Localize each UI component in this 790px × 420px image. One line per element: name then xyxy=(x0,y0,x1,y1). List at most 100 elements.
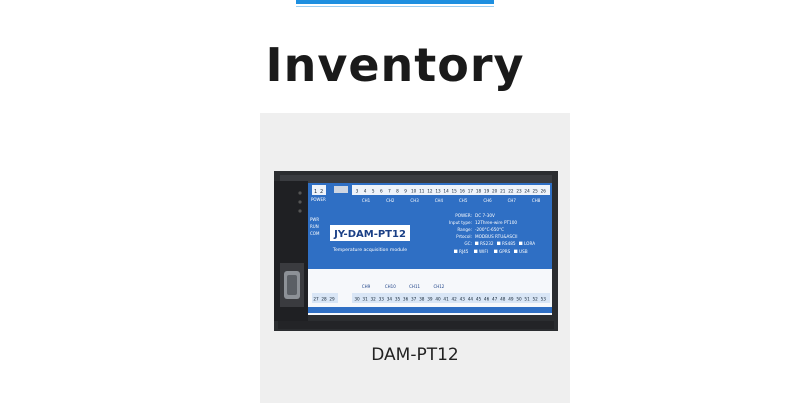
comm-label: RJ45 xyxy=(459,249,469,254)
top-channel-label: CH3 xyxy=(410,198,419,203)
led-label: COM xyxy=(310,231,320,236)
spec-value: MODBUS RTU&ASCII xyxy=(475,234,517,239)
top-terminal-number: 9 xyxy=(404,189,407,194)
bottom-terminal-number: 29 xyxy=(329,297,335,302)
bottom-terminal-number: 36 xyxy=(403,297,409,302)
top-channel-label: CH7 xyxy=(508,198,517,203)
model-plate xyxy=(330,225,410,241)
bottom-channel-label: CH10 xyxy=(385,284,396,289)
top-terminal-number: 26 xyxy=(541,189,547,194)
top-channel-label: CH2 xyxy=(386,198,395,203)
bottom-terminal-number: 44 xyxy=(468,297,474,302)
comm-checkbox xyxy=(519,241,523,245)
comm-label: WIFI xyxy=(479,249,488,254)
top-accent-line xyxy=(296,0,494,7)
bottom-channel-label: CH11 xyxy=(409,284,420,289)
top-channel-label: CH5 xyxy=(459,198,468,203)
bottom-terminal-number: 35 xyxy=(395,297,401,302)
top-channel-label: CH4 xyxy=(435,198,444,203)
bottom-terminal-number: 51 xyxy=(524,297,530,302)
comm-label: RS232 xyxy=(480,241,494,246)
product-caption: DAM-PT12 xyxy=(371,345,459,365)
bottom-terminal-number: 27 xyxy=(313,297,319,302)
top-channel-label: CH8 xyxy=(532,198,541,203)
top-terminal-number: 17 xyxy=(468,189,474,194)
top-terminal-number: 7 xyxy=(388,189,391,194)
top-terminal-number: 11 xyxy=(419,189,425,194)
top-terminal-number: 3 xyxy=(356,189,359,194)
power-terminal-2: 2 xyxy=(320,189,323,195)
top-terminal-number: 24 xyxy=(524,189,530,194)
bottom-terminal-number: 39 xyxy=(427,297,433,302)
top-terminal-number: 21 xyxy=(500,189,506,194)
bottom-terminal-number: 47 xyxy=(492,297,498,302)
top-terminal-number: 4 xyxy=(364,189,367,194)
comm-checkbox xyxy=(474,249,478,253)
comm-label: GPRS xyxy=(499,249,511,254)
bottom-terminal-number: 37 xyxy=(411,297,417,302)
bottom-terminal-number: 34 xyxy=(387,297,393,302)
bottom-terminal-number: 53 xyxy=(541,297,547,302)
model-subtitle: Temperature acquisition module xyxy=(332,247,407,253)
top-terminal-number: 20 xyxy=(492,189,498,194)
bottom-terminal-number: 52 xyxy=(533,297,539,302)
power-label: POWER xyxy=(311,197,326,202)
bottom-terminal-number: 32 xyxy=(371,297,377,302)
comm-checkbox xyxy=(494,249,498,253)
bottom-channel-label: CH12 xyxy=(433,284,444,289)
comm-label: LORA xyxy=(524,241,535,246)
top-terminal-number: 12 xyxy=(427,189,433,194)
spec-key: Input type: xyxy=(449,220,472,225)
power-terminal-1: 1 xyxy=(314,189,317,195)
comm-checkbox xyxy=(497,241,501,245)
comm-checkbox xyxy=(475,241,479,245)
top-terminal-number: 19 xyxy=(484,189,490,194)
bottom-terminal-number: 30 xyxy=(354,297,360,302)
top-terminal-number: 6 xyxy=(380,189,383,194)
bottom-terminal-number: 45 xyxy=(476,297,482,302)
model-name: JY-DAM-PT12 xyxy=(333,229,406,240)
top-terminal-number: 8 xyxy=(396,189,399,194)
top-terminal-number: 10 xyxy=(411,189,417,194)
spec-value: 12Three-wire PT100 xyxy=(475,220,517,225)
bottom-terminal-number: 41 xyxy=(443,297,449,302)
top-terminal-number: 5 xyxy=(372,189,375,194)
top-terminal-number: 25 xyxy=(533,189,539,194)
top-terminal-number: 14 xyxy=(443,189,449,194)
bottom-terminal-number: 42 xyxy=(452,297,458,302)
bottom-terminal-number: 33 xyxy=(379,297,385,302)
comm-label: RS485 xyxy=(502,241,516,246)
top-terminal-number: 22 xyxy=(508,189,514,194)
bottom-channel-label: CH9 xyxy=(362,284,371,289)
bottom-terminal-number: 50 xyxy=(516,297,522,302)
comm-checkbox xyxy=(454,249,458,253)
bottom-terminal-number: 31 xyxy=(362,297,368,302)
spec-value: DC 7-30V xyxy=(475,213,495,218)
bottom-terminal-number: 28 xyxy=(321,297,327,302)
top-terminal-number: 16 xyxy=(460,189,466,194)
led-label: RUN xyxy=(310,224,319,229)
spec-key: Prtocol: xyxy=(456,234,472,239)
top-terminal-number: 23 xyxy=(516,189,522,194)
gc-label: GC: xyxy=(464,241,472,246)
spec-value: -200°C-650°C xyxy=(475,227,504,232)
spec-key: Range: xyxy=(457,227,472,232)
led-label: PWR xyxy=(310,217,319,222)
bottom-terminal-number: 48 xyxy=(500,297,506,302)
bottom-terminal-number: 38 xyxy=(419,297,425,302)
bottom-terminal-number: 43 xyxy=(460,297,466,302)
top-channel-label: CH6 xyxy=(483,198,492,203)
top-terminal-number: 15 xyxy=(452,189,458,194)
bottom-terminal-number: 46 xyxy=(484,297,490,302)
spec-key: POWER: xyxy=(455,213,472,218)
comm-checkbox xyxy=(514,249,518,253)
top-terminal-number: 18 xyxy=(476,189,482,194)
top-terminal-number: 13 xyxy=(435,189,441,194)
comm-label: USB xyxy=(519,249,528,254)
page-title: Inventory xyxy=(265,38,525,92)
bottom-terminal-number: 49 xyxy=(508,297,514,302)
top-channel-label: CH1 xyxy=(362,198,371,203)
bottom-terminal-number: 40 xyxy=(435,297,441,302)
